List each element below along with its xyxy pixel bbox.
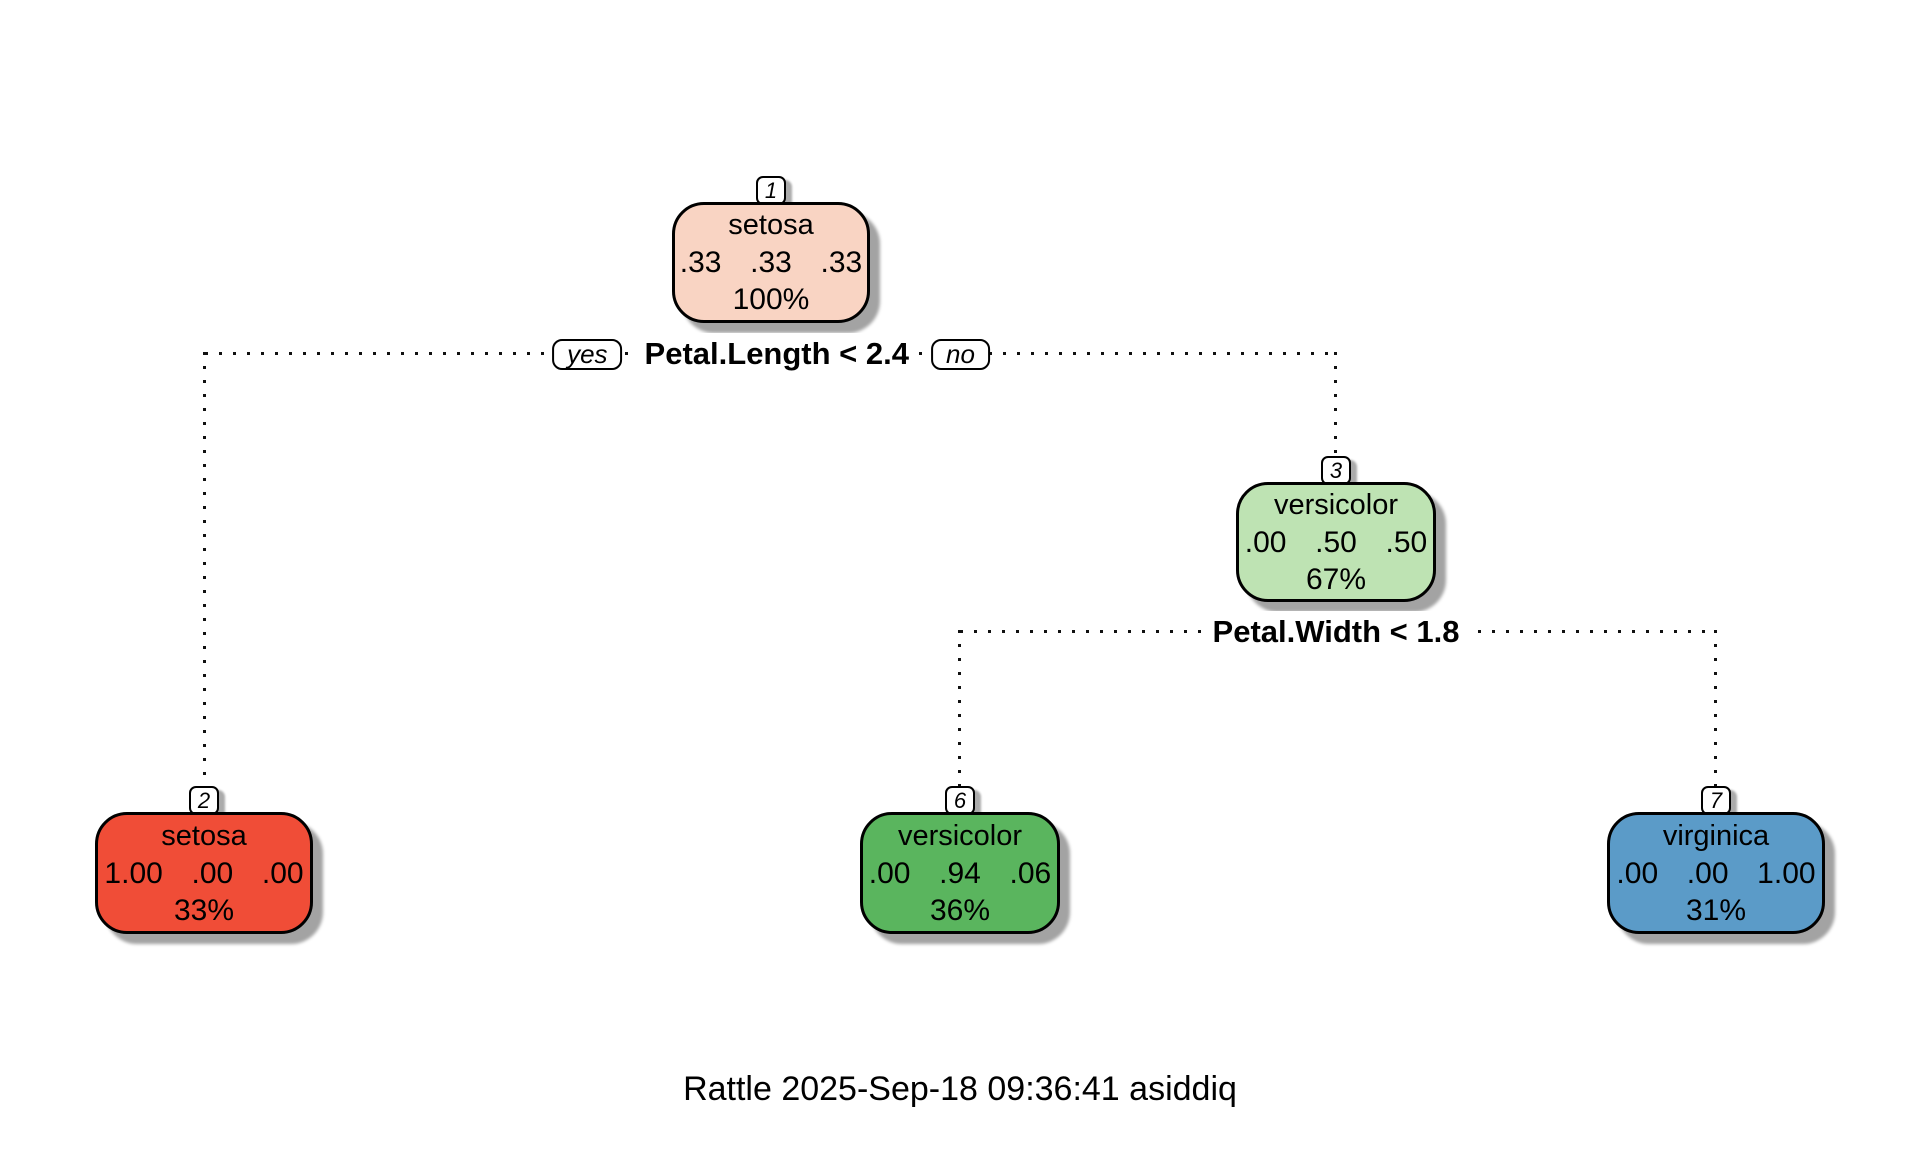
node-number-badge: 3 xyxy=(1321,456,1351,485)
node-probabilities: .00 .00 1.00 xyxy=(1616,856,1816,890)
node-class-label: versicolor xyxy=(1273,488,1399,521)
node-box: setosa 1.00 .00 .00 33% xyxy=(95,812,313,934)
node-number: 7 xyxy=(1709,787,1723,813)
rattle-caption: Rattle 2025-Sep-18 09:36:41 asiddiq xyxy=(683,1070,1237,1108)
node-probabilities: .33 .33 .33 xyxy=(679,246,863,279)
node-box: setosa .33 .33 .33 100% xyxy=(672,202,870,323)
node-number: 6 xyxy=(953,787,967,813)
tree-node-3: 3 versicolor .00 .50 .50 67% xyxy=(1236,456,1436,602)
branch-line-to-node7 xyxy=(1714,630,1717,786)
node-percentage: 36% xyxy=(929,893,991,927)
node-number-badge: 1 xyxy=(756,176,786,205)
node-number: 3 xyxy=(1329,457,1343,483)
tree-node-7: 7 virginica .00 .00 1.00 31% xyxy=(1607,786,1825,934)
node-number-badge: 6 xyxy=(945,786,975,815)
split-condition-petal-length: Petal.Length < 2.4 xyxy=(635,333,918,375)
node-probabilities: .00 .94 .06 xyxy=(868,856,1052,890)
node-percentage: 100% xyxy=(732,283,810,316)
tree-node-6: 6 versicolor .00 .94 .06 36% xyxy=(860,786,1060,934)
node-probabilities: .00 .50 .50 xyxy=(1244,525,1428,559)
node-percentage: 33% xyxy=(173,893,235,927)
node-probabilities: 1.00 .00 .00 xyxy=(104,856,304,890)
node-class-label: versicolor xyxy=(897,819,1023,852)
node-box: virginica .00 .00 1.00 31% xyxy=(1607,812,1825,934)
yes-badge: yes xyxy=(552,338,623,370)
node-class-label: setosa xyxy=(728,209,814,241)
branch-line-to-node3 xyxy=(1334,352,1337,456)
split-row-petal-length: yes Petal.Length < 2.4 no xyxy=(552,333,990,375)
node-number-badge: 7 xyxy=(1701,786,1731,815)
node-box: versicolor .00 .50 .50 67% xyxy=(1236,482,1436,602)
node-box: versicolor .00 .94 .06 36% xyxy=(860,812,1060,934)
node-class-label: virginica xyxy=(1662,819,1770,852)
node-number: 1 xyxy=(764,177,778,203)
node-percentage: 67% xyxy=(1305,562,1367,596)
no-badge: no xyxy=(931,338,990,370)
split-row-petal-width: Petal.Width < 1.8 xyxy=(1203,611,1469,652)
branch-line-to-node6 xyxy=(958,630,961,786)
node-class-label: setosa xyxy=(161,819,247,852)
tree-node-2: 2 setosa 1.00 .00 .00 33% xyxy=(95,786,313,934)
branch-line-to-node2 xyxy=(203,352,206,786)
node-percentage: 31% xyxy=(1685,893,1747,927)
node-number: 2 xyxy=(197,787,211,813)
split-condition-petal-width: Petal.Width < 1.8 xyxy=(1203,611,1469,652)
tree-node-1: 1 setosa .33 .33 .33 100% xyxy=(672,176,870,323)
node-number-badge: 2 xyxy=(189,786,219,815)
